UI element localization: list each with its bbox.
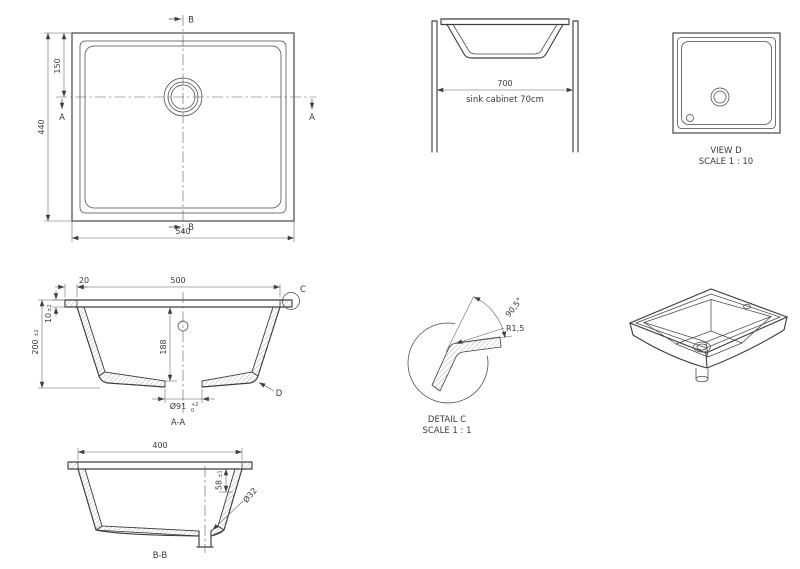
radius-leader: [455, 327, 505, 344]
rim-hole: [743, 303, 751, 310]
cabinet-caption: sink cabinet 70cm: [466, 95, 544, 105]
cabinet-right-wall: [572, 20, 579, 153]
dim-91-tolerance-lower: 0: [191, 408, 194, 414]
plan-view: 540 440 150 B B A A: [37, 15, 316, 242]
dim-700-label: 700: [497, 79, 512, 88]
section-bb: 400 58 ±1 Ø32 B-B: [67, 441, 259, 561]
dim-200-label: 200: [31, 339, 40, 354]
small-hole: [686, 114, 694, 122]
dim-440-label: 440: [37, 119, 46, 134]
rim-inner-edge: [634, 293, 782, 349]
isometric-geometry: [628, 288, 789, 383]
cabinet-geometry: [431, 18, 579, 153]
angle-label: 90,5°: [504, 296, 525, 319]
plan-dimensions: [44, 32, 295, 242]
detail-c-title: DETAIL C: [428, 415, 466, 425]
section-bb-title: B-B: [153, 551, 168, 561]
dim-10-label: 10: [44, 313, 53, 323]
dim-58-tolerance: ±1: [218, 470, 224, 477]
cabinet-left-wall: [431, 20, 438, 153]
section-aa-hatch: [64, 299, 293, 388]
bowl-bottom-edge: [674, 330, 744, 358]
view-d-geometry: [672, 32, 781, 134]
detail-c-view: R1,5 90,5° DETAIL C SCALE 1 : 1: [407, 295, 525, 436]
dim-32-label: Ø32: [241, 486, 259, 505]
sink-flange-section: [440, 18, 570, 26]
angle-arc: [473, 296, 507, 339]
dim-150-label: 150: [53, 58, 62, 73]
dim-200-tolerance: ±2: [34, 329, 40, 336]
section-b-label-top: B: [188, 16, 194, 26]
dim-91-tolerance-upper: +2: [191, 402, 198, 408]
section-a-label-right: A: [309, 113, 315, 123]
bowl-inner-profile: [452, 24, 558, 55]
dim-540-label: 540: [175, 227, 190, 236]
dim-400-label: 400: [152, 441, 167, 450]
section-bb-dimensions: [77, 448, 244, 531]
radius-label: R1,5: [506, 324, 524, 333]
plan-geometry: [56, 15, 316, 233]
dim-58-label: 58: [215, 480, 224, 490]
view-d-title: VIEW D: [710, 146, 742, 156]
section-bb-hatch: [67, 461, 253, 537]
detail-d-arrow: [258, 382, 275, 392]
isometric-view: [628, 288, 789, 383]
cabinet-front-view: 700 sink cabinet 70cm: [431, 18, 579, 153]
bowl-wall-edges: [643, 299, 772, 358]
dim-91-label: Ø91: [170, 401, 186, 411]
bowl-outer-profile: [446, 23, 564, 59]
plan-section-markers: [59, 16, 315, 230]
section-a-label-left: A: [59, 113, 65, 123]
dim-500-label: 500: [170, 276, 185, 285]
drain-stub: [695, 368, 709, 380]
dim-188-label: 188: [159, 339, 168, 354]
section-b-label-bottom: B: [188, 223, 194, 233]
drain-outline: [693, 341, 711, 353]
detail-c-scale: SCALE 1 : 1: [422, 426, 471, 436]
view-d-scale: SCALE 1 : 10: [699, 157, 753, 167]
section-aa-geometry: [64, 292, 293, 413]
pipe-dim-leader: [212, 500, 244, 531]
view-d: VIEW D SCALE 1 : 10: [672, 32, 781, 167]
drain-outline: [710, 87, 730, 107]
section-aa-title: A-A: [171, 418, 186, 428]
detail-d-label: D: [276, 389, 283, 399]
detail-c-circle: [282, 292, 300, 310]
detail-c-label: C: [300, 285, 306, 295]
dim-20-label: 20: [79, 276, 89, 285]
section-aa-dimensions: [38, 284, 300, 403]
detail-boundary-arc: [407, 322, 489, 404]
body-outer-edges: [629, 316, 788, 369]
wall-reference-line: [445, 295, 475, 353]
dim-10-tolerance: ±2: [47, 304, 53, 311]
rim-corner-section: [431, 336, 502, 392]
section-aa: 500 20 10 ±2 200 ±2 188 Ø91 +2 0 C D A-A: [31, 276, 306, 428]
